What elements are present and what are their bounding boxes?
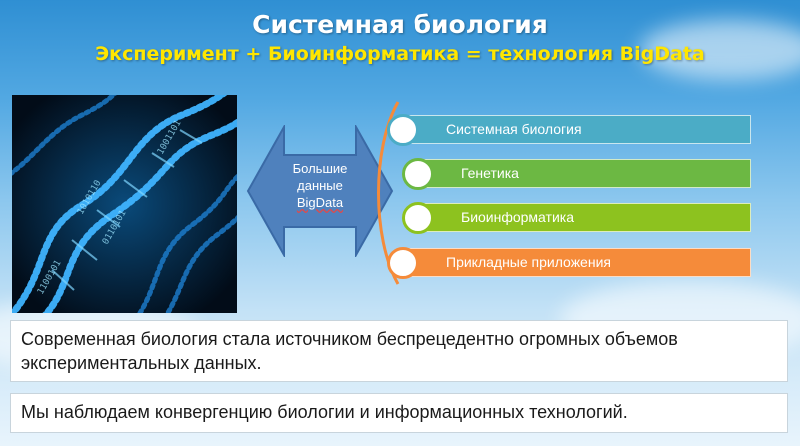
dna-image: 1010110 0110101 1001101 1100101: [12, 95, 237, 313]
cloud-decoration: [640, 20, 800, 80]
list-item-label: Генетика: [461, 165, 519, 181]
note-text: Современная биология стала источником бе…: [21, 329, 678, 373]
dna-illustration: 1010110 0110101 1001101 1100101: [12, 95, 237, 313]
note-text: Мы наблюдаем конвергенцию биологии и инф…: [21, 402, 628, 422]
bullet-circle: [387, 114, 419, 146]
page-title: Системная биология: [252, 10, 548, 39]
list-item-genetics: Генетика: [418, 159, 751, 188]
list-item-systems-biology: Системная биология: [403, 115, 751, 144]
double-arrow-shape: [246, 125, 394, 257]
arrow-label-line: BigData: [296, 195, 344, 210]
arrow-label-line: Большие: [292, 161, 348, 176]
note-box-data-volume: Современная биология стала источником бе…: [10, 320, 788, 382]
bullet-circle: [387, 247, 419, 279]
list-item-label: Системная биология: [446, 121, 582, 137]
note-box-convergence: Мы наблюдаем конвергенцию биологии и инф…: [10, 393, 788, 433]
list-item-bioinformatics: Биоинформатика: [418, 203, 751, 232]
list-item-applied-applications: Прикладные приложения: [403, 248, 751, 277]
bullet-circle: [402, 158, 434, 190]
arrow-label-line: данные: [297, 178, 343, 193]
bullet-circle: [402, 202, 434, 234]
list-item-label: Биоинформатика: [461, 209, 574, 225]
list-item-label: Прикладные приложения: [446, 254, 611, 270]
arrow-label: Большие данные BigData: [262, 160, 378, 211]
page-subtitle: Эксперимент + Биоинформатика = технологи…: [95, 43, 705, 65]
